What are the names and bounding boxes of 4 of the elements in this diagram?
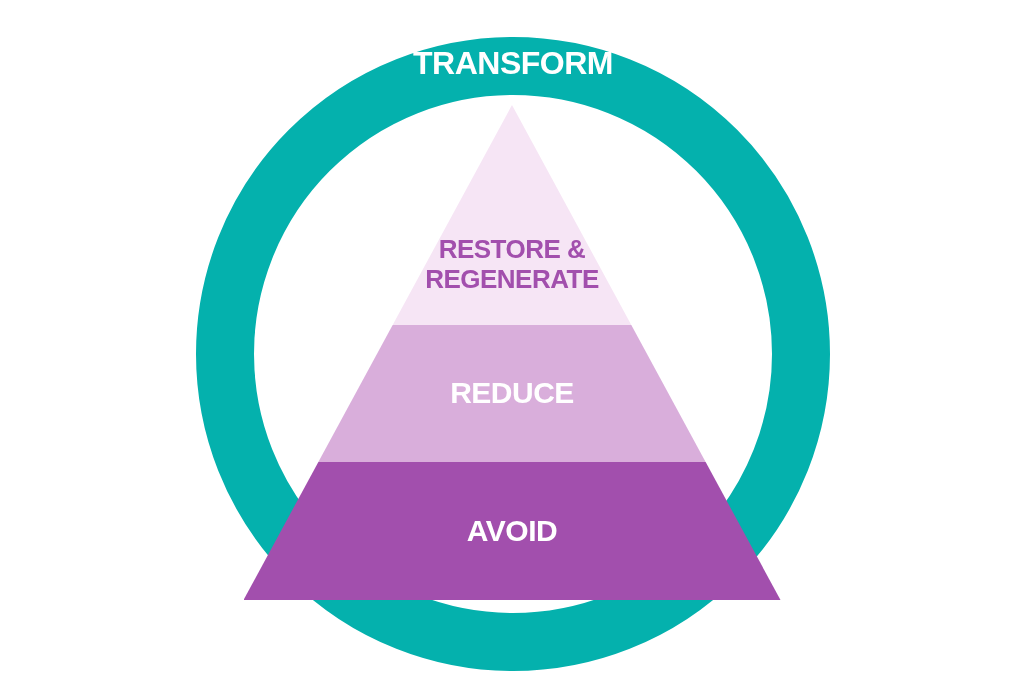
- tier-label: AVOID: [465, 513, 559, 549]
- tier-label: RESTORE & REGENERATE: [424, 235, 600, 295]
- ring-label: TRANSFORM: [412, 45, 614, 82]
- tier-label: REDUCE: [449, 376, 575, 411]
